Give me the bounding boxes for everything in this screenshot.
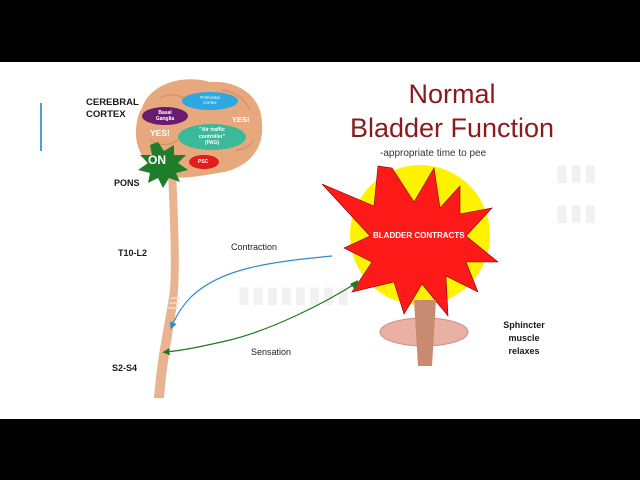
pag-line2: controller" [198, 133, 226, 140]
slide-canvas [0, 62, 640, 419]
bladder-starburst [321, 165, 499, 317]
prefrontal-line1: Prefrontal [200, 95, 220, 100]
sensation-arrow [162, 281, 359, 356]
background-artifact: ▮▮▮ [556, 160, 599, 185]
yes-left-label: YES! [150, 128, 170, 138]
contraction-label: Contraction [231, 242, 278, 252]
contraction-arrow [169, 255, 333, 330]
sensation-label: Sensation [251, 347, 292, 357]
prefrontal-cortex-label: Prefrontal Cortex [192, 95, 228, 105]
prefrontal-line2: Cortex [203, 100, 217, 105]
sphincter-label: Sphincter muscle relaxes [498, 319, 550, 358]
pag-controller [178, 124, 246, 150]
on-starburst [138, 142, 188, 188]
pag-line1: "Air traffic [199, 127, 225, 133]
background-artifact: ▮▮▮ [556, 200, 599, 225]
background-artifact: ▮▮▮▮▮▮▮▮ [238, 282, 351, 307]
sphincter-line3: relaxes [508, 346, 540, 356]
bladder-contracts-label: BLADDER CONTRACTS [373, 231, 465, 240]
pag-line3: (PAG) [204, 140, 220, 146]
t10-l2-label: T10-L2 [118, 248, 148, 258]
basal-ganglia-label: Basal Ganglia [150, 110, 180, 122]
psc-label: PSC [198, 159, 209, 165]
sphincter-line1: Sphincter [503, 320, 545, 330]
pons-label: PONS [114, 178, 140, 188]
sensation-arrowhead [350, 280, 358, 290]
yes-right-label: YES! [232, 115, 250, 124]
pag-label: "Air traffic controller" (PAG) [184, 127, 240, 147]
prefrontal-cortex [182, 92, 238, 110]
urethra [414, 300, 436, 366]
cerebral-cortex-line1: CEREBRAL [86, 97, 139, 108]
on-label: ON [148, 153, 166, 167]
cerebral-cortex-line2: CORTEX [86, 109, 126, 120]
cord-markings [168, 297, 180, 309]
slide-subtitle: -appropriate time to pee [380, 148, 487, 159]
psc-region [189, 155, 219, 169]
cerebral-cortex-label: CEREBRAL CORTEX [86, 97, 139, 121]
basal-ganglia-line1: Basal [158, 110, 172, 116]
basal-ganglia [142, 107, 188, 125]
slide-title-line2: Bladder Function [349, 113, 555, 143]
accent-bar [40, 103, 42, 151]
basal-ganglia-line2: Ganglia [155, 116, 175, 122]
spinal-cord [154, 170, 179, 398]
sphincter-line2: muscle [508, 333, 540, 343]
slide-title-line1: Normal [408, 79, 496, 109]
s2-s4-label: S2-S4 [112, 363, 138, 373]
